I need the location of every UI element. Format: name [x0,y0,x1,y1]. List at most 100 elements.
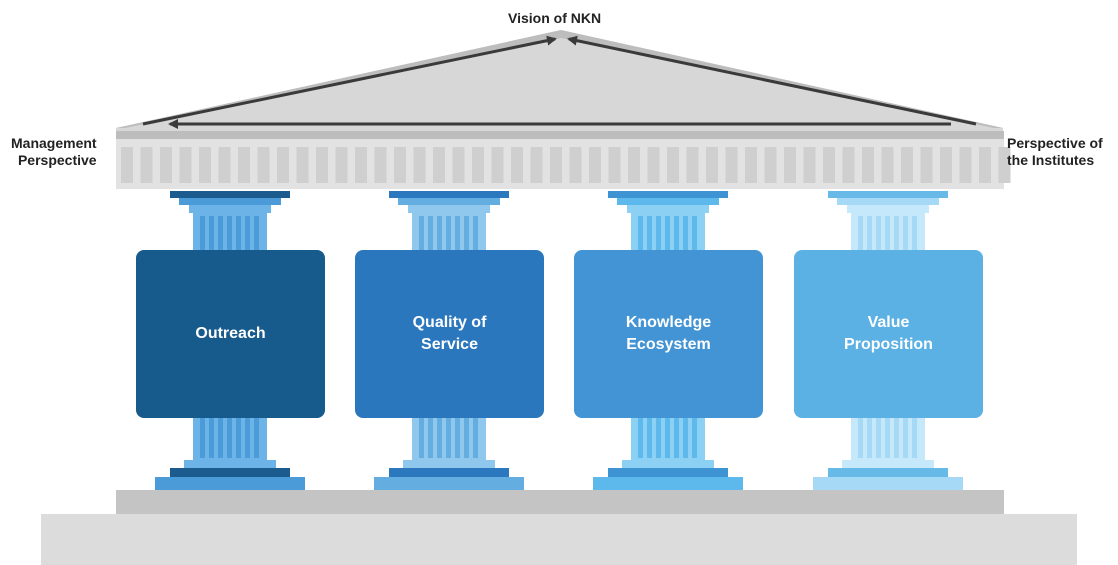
column-base-band [170,468,290,477]
frieze-groove [706,147,718,183]
pillar-card: Quality of Service [355,250,544,418]
frieze-groove [257,147,270,183]
column-flute [245,216,250,250]
column-flute [903,216,908,250]
pillar-label: Quality of Service [412,314,487,353]
frieze-groove [472,147,484,183]
column-flute [885,216,890,250]
column-flute [912,216,917,250]
column-capital-neck [189,205,271,213]
frieze-groove [862,147,874,183]
frieze-groove [998,147,1011,183]
management-perspective-label: Management Perspective [11,135,97,168]
column-base-plinth [374,477,524,490]
column-capital-neck [408,205,490,213]
column-flute [227,418,232,458]
frieze-groove [842,147,855,183]
column-capital [828,191,948,198]
frieze-groove [823,147,835,183]
column-flute [903,418,908,458]
frieze-groove [667,147,679,183]
column-capital [608,191,728,198]
frieze-groove [218,147,231,183]
pillar-label: Outreach [195,325,266,342]
column-3 [593,191,743,490]
column-flute [428,216,433,250]
frieze-groove [979,147,991,183]
column-flute [209,418,214,458]
temple-ground-base [41,514,1077,565]
column-flute [437,418,442,458]
column-flute [428,418,433,458]
columns [155,191,963,490]
column-capital [170,191,290,198]
column-capital [389,191,509,198]
temple-roof [116,30,1003,131]
temple-plinth [116,490,1004,514]
frieze-groove [647,147,660,183]
column-capital-step [837,198,939,205]
column-flute [419,418,424,458]
column-capital-step [398,198,500,205]
column-flute [692,216,697,250]
column-flute [894,216,899,250]
column-flute [912,418,917,458]
column-flute [647,418,652,458]
column-flute [455,216,460,250]
column-flute [446,418,451,458]
institutes-perspective-label: Perspective of the Institutes [1007,135,1103,168]
column-flute [692,418,697,458]
pillar-card: Knowledge Ecosystem [574,250,763,418]
column-4 [813,191,963,490]
column-flute [638,418,643,458]
column-flute [858,418,863,458]
frieze-grooves [121,147,1011,183]
column-flute [218,216,223,250]
frieze-groove [296,147,309,183]
column-flute [218,418,223,458]
column-flute [473,216,478,250]
frieze-groove [335,147,348,183]
frieze-groove [316,147,328,183]
column-base-band [608,468,728,477]
column-flute [674,418,679,458]
frieze-groove [940,147,952,183]
arrow-right-to-vision [567,35,977,126]
pillar-label: Knowledge Ecosystem [625,314,712,353]
frieze-groove [569,147,582,183]
frieze-groove [745,147,757,183]
frieze-groove [628,147,640,183]
column-base-plinth [593,477,743,490]
column-base-plinth [155,477,305,490]
column-flute [683,216,688,250]
column-base-step [403,460,495,468]
arrow-left-to-vision [142,35,557,126]
column-capital-neck [847,205,929,213]
frieze-groove [589,147,601,183]
column-base-plinth [813,477,963,490]
frieze-groove [803,147,816,183]
frieze-groove [394,147,406,183]
pillar-label: Value Proposition [844,314,933,353]
column-flute [647,216,652,250]
frieze-groove [140,147,153,183]
column-flute [245,418,250,458]
frieze-groove [452,147,465,183]
column-flute [674,216,679,250]
vision-label: Vision of NKN [508,10,602,26]
frieze-groove [959,147,972,183]
frieze-groove [355,147,367,183]
column-flute [254,216,259,250]
entablature-top-band [116,131,1004,139]
frieze-groove [725,147,738,183]
column-flute [876,216,881,250]
frieze-groove [433,147,445,183]
column-flute [665,216,670,250]
pillar-card: Value Proposition [794,250,983,418]
column-flute [876,418,881,458]
column-flute [894,418,899,458]
column-base-band [389,468,509,477]
frieze-groove [277,147,289,183]
